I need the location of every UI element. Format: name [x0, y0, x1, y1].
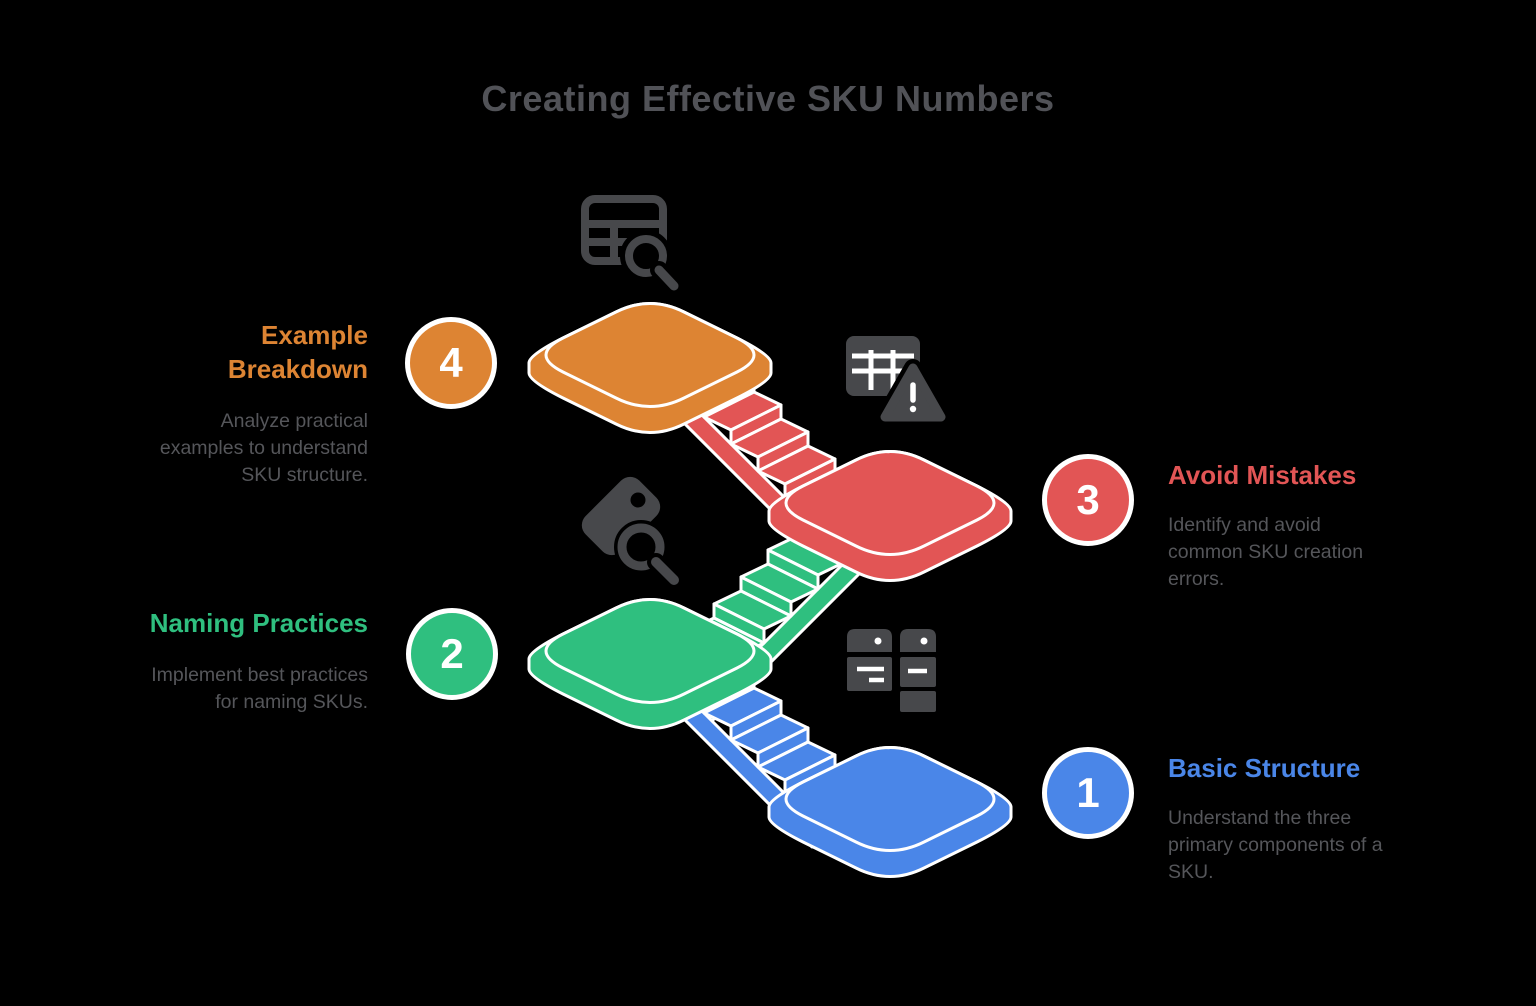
step-1-number-badge: 1 [1042, 747, 1134, 839]
step-2-description: Implement best practices for naming SKUs… [151, 664, 368, 713]
step-1-title: Basic Structure [1168, 753, 1361, 783]
step-4-description: Analyze practical examples to understand… [159, 410, 368, 486]
page-title: Creating Effective SKU Numbers [481, 78, 1055, 119]
step-2-number-badge: 2 [406, 608, 498, 700]
table-search-icon [581, 195, 683, 295]
step-4-number-badge: 4 [405, 317, 497, 409]
step-3-block: Avoid Mistakes Identify and avoid common… [1168, 458, 1468, 593]
step-4-title: Example Breakdown [227, 320, 368, 384]
tag-search-icon [581, 476, 683, 589]
platform-step-1 [767, 746, 1013, 878]
step-3-number-badge: 3 [1042, 454, 1134, 546]
table-warning-icon [846, 336, 950, 426]
step-2-block: Naming Practices Implement best practice… [68, 606, 368, 716]
step-3-description: Identify and avoid common SKU creation e… [1168, 514, 1364, 590]
storage-boxes-icon [847, 629, 936, 712]
step-2-title: Naming Practices [149, 608, 368, 638]
platform-step-4 [527, 302, 773, 434]
platform-step-2 [527, 598, 773, 730]
step-4-block: Example Breakdown Analyze practical exam… [68, 318, 368, 489]
step-1-description: Understand the three primary components … [1168, 807, 1383, 883]
step-1-block: Basic Structure Understand the three pri… [1168, 751, 1468, 886]
platform-step-3 [767, 450, 1013, 582]
step-3-title: Avoid Mistakes [1168, 460, 1357, 490]
